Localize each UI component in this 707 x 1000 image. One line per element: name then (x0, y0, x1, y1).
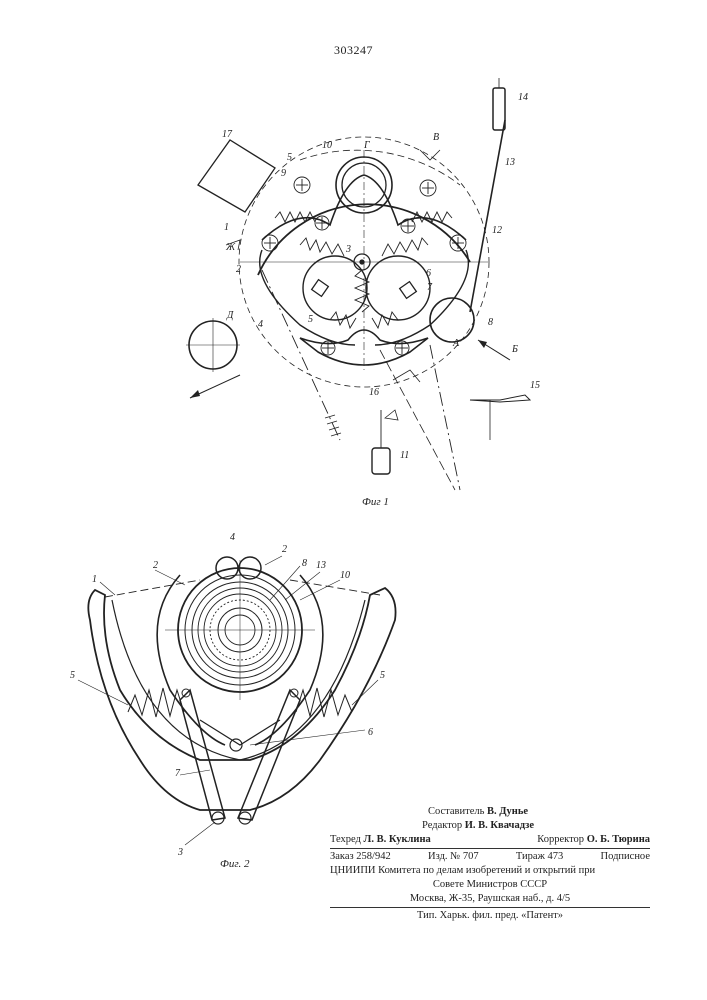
element-11 (372, 448, 390, 474)
lobe-left (157, 575, 225, 745)
dash-line-A (380, 350, 455, 490)
label-5b: 5 (308, 314, 313, 325)
spring-upper-right (412, 212, 452, 222)
frame-inner-arc (112, 600, 365, 760)
compiler-name: В. Дунье (487, 806, 528, 817)
label-1: 1 (224, 222, 229, 233)
label-15: 15 (530, 380, 540, 391)
fig2-label-2b: 2 (282, 544, 287, 555)
org-line-2: Совете Министров СССР (330, 878, 650, 892)
org-line-1: ЦНИИПИ Комитета по делам изобретений и о… (330, 864, 650, 878)
element-15 (470, 395, 530, 402)
block-17 (198, 140, 275, 212)
fig2-label-5b: 5 (380, 670, 385, 681)
editor-name: И. В. Квачадзе (465, 820, 534, 831)
roller-right (366, 256, 430, 320)
label-3: 3 (345, 244, 351, 255)
techred-label: Техред (330, 834, 361, 845)
label-6: 6 (426, 268, 431, 279)
label-D: Д (226, 310, 234, 321)
fig2-label-7: 7 (175, 768, 181, 779)
corrector-label: Корректор (537, 834, 584, 845)
techred-name: Л. В. Куклина (364, 834, 431, 845)
spring-fig2-right (296, 688, 352, 717)
fig2-label-4: 4 (230, 532, 235, 543)
publication-credits: Составитель В. Дунье Редактор И. В. Квач… (330, 805, 650, 923)
compiler-label: Составитель (428, 806, 484, 817)
label-4: 4 (258, 319, 263, 330)
label-8: 8 (488, 317, 493, 328)
tirazh: Тираж 473 (516, 850, 563, 864)
label-5a: 5 (287, 152, 292, 163)
fig2-label-2a: 2 (153, 560, 158, 571)
fig2-label-13: 13 (316, 560, 326, 571)
label-B: Б (511, 344, 518, 355)
credits-divider-bottom (330, 907, 650, 908)
order-number: Заказ 258/942 (330, 850, 391, 864)
frame-top-dash (105, 580, 200, 597)
fig2-label-5a: 5 (70, 670, 75, 681)
label-2: 2 (236, 264, 241, 275)
block-7-right (400, 282, 417, 299)
fig2-label-1: 1 (92, 574, 97, 585)
label-16: 16 (369, 387, 379, 398)
dashed-arc-outer (300, 150, 460, 185)
podpisnoe: Подписное (601, 850, 650, 864)
address: Москва, Ж-35, Раушская наб., д. 4/5 (330, 892, 650, 906)
spring-center-left (300, 238, 344, 256)
izd-number: Изд. № 707 (428, 850, 479, 864)
label-17: 17 (222, 129, 233, 140)
fig2-label-10: 10 (340, 570, 350, 581)
credits-divider-top (330, 848, 650, 849)
figure-1-caption: Фиг 1 (362, 496, 389, 508)
label-9: 9 (281, 168, 286, 179)
figure-2 (78, 556, 396, 845)
label-13: 13 (505, 157, 515, 168)
weight-14 (493, 88, 505, 130)
printer: Тип. Харьк. фил. пред. «Патент» (330, 909, 650, 923)
label-A: А (452, 338, 460, 349)
label-G: Г (363, 140, 370, 151)
label-11: 11 (400, 450, 409, 461)
fig2-label-6: 6 (368, 727, 373, 738)
figure-1 (186, 78, 530, 490)
roller-8 (430, 298, 474, 342)
dash-line-right (430, 345, 460, 490)
fig2-label-8: 8 (302, 558, 307, 569)
label-14: 14 (518, 92, 528, 103)
editor-label: Редактор (422, 820, 462, 831)
figure-1-labels: 1 2 3 4 5 5 6 7 8 9 10 11 12 13 14 15 16… (222, 92, 540, 461)
label-Zh: Ж (225, 242, 236, 253)
label-7: 7 (427, 282, 433, 293)
corrector-name: О. Б. Тюрина (587, 834, 650, 845)
left-arm (260, 250, 355, 345)
label-10: 10 (322, 140, 332, 151)
spring-center-right (382, 238, 428, 256)
frame-outer (88, 588, 395, 810)
label-12: 12 (492, 225, 502, 236)
figure-2-caption: Фиг. 2 (220, 858, 250, 870)
lever-right (238, 690, 300, 820)
label-V: В (433, 132, 439, 143)
block-6-left (312, 280, 329, 297)
fig2-label-3: 3 (177, 847, 183, 858)
